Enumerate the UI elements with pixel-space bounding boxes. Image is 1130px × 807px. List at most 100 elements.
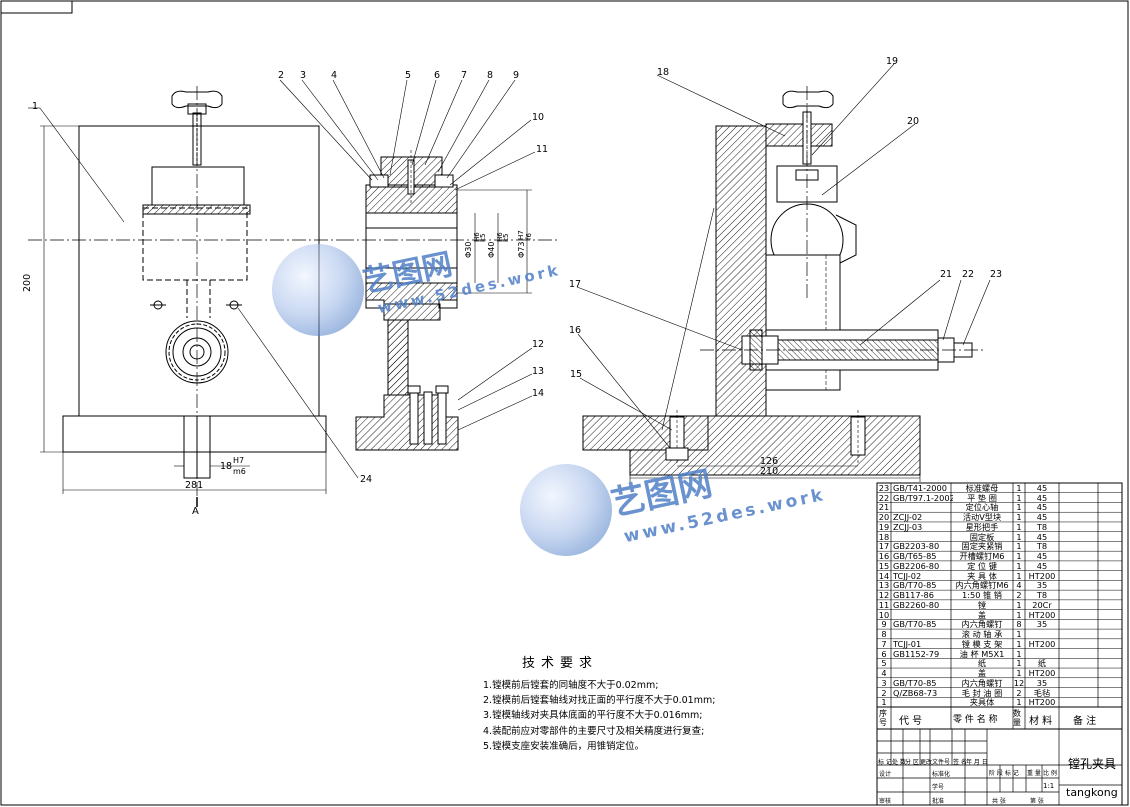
tb-label-approve: 批准 (932, 798, 945, 805)
bom-cell-no: 5 (881, 658, 887, 669)
bom-cell-qty: 1 (1016, 609, 1022, 620)
bom-cell-code: GB/T70-85 (893, 619, 937, 630)
view-label-a: A (192, 506, 199, 517)
tb-label-stage: 阶 段 标 记 (989, 770, 1019, 777)
callout-18: 18 (657, 67, 670, 78)
bom-header-mat: 材 料 (1029, 716, 1053, 727)
bom-header-name: 零 件 名 称 (953, 715, 998, 725)
bom-cell-no: 20 (878, 512, 890, 523)
callout-21: 21 (940, 269, 953, 280)
bom-cell-no: 6 (881, 648, 887, 659)
bom-cell-mat: HT200 (1028, 697, 1056, 708)
bom-cell-no: 21 (878, 502, 890, 513)
bom-cell-name: 星形把手 (965, 521, 999, 532)
bom-cell-name: 内六角螺钉 (961, 677, 1003, 688)
bom-cell-name: 内六角螺钉 (961, 619, 1003, 630)
tb-label-standard: 标准化 (932, 771, 951, 778)
front-view (28, 86, 340, 507)
bom-cell-qty: 1 (1016, 697, 1022, 708)
bom-cell-code: GB/T97.1-2002 (893, 492, 953, 503)
dim-18-lower: m6 (233, 467, 246, 476)
author-name: tangkong (1066, 786, 1118, 799)
callout-22: 22 (962, 269, 975, 280)
tb-label-scale: 比 例 (1043, 770, 1057, 777)
bom-cell-no: 12 (878, 590, 890, 601)
bom-cell-no: 18 (878, 531, 890, 542)
bom-cell-qty: 1 (1016, 560, 1022, 571)
bom-row: 5 纸 1 纸 (877, 658, 1122, 668)
tb-label-sheet-no: 第 张 (1030, 798, 1044, 805)
bom-cell-name: 平 垫 圈 (967, 492, 997, 503)
callout-7: 7 (461, 70, 468, 81)
bom-cell-mat: T8 (1036, 521, 1048, 532)
bom-cell-no: 4 (881, 668, 887, 679)
callout-9: 9 (513, 70, 520, 81)
bom-header-note: 备 注 (1073, 716, 1097, 727)
bom-cell-qty: 1 (1016, 668, 1022, 679)
bom-cell-no: 14 (878, 570, 890, 581)
tb-label-mark: 标 记 (878, 759, 892, 766)
bom-header-code: 代 号 (899, 716, 923, 727)
callout-13: 13 (532, 366, 545, 377)
bom-cell-qty: 1 (1016, 658, 1022, 669)
requirement-item: 4.装配前应对零部件的主要尺寸及相关精度进行复查; (483, 725, 705, 737)
bom-cell-mat: 毛毡 (1033, 687, 1051, 698)
bom-cell-mat: 35 (1036, 677, 1048, 688)
bom-cell-mat: 45 (1036, 483, 1048, 493)
bom-cell-code: TCJJ-01 (893, 638, 922, 649)
bom-cell-qty: 1 (1016, 629, 1022, 640)
bom-cell-name: 纸 (977, 658, 987, 669)
bom-cell-no: 9 (881, 619, 887, 630)
dim-dia-40: Φ40 (487, 241, 496, 258)
bom-cell-no: 3 (881, 677, 887, 688)
bom-cell-code: GB/T70-85 (893, 580, 937, 591)
bom-cell-no: 8 (881, 629, 887, 640)
requirement-item: 5.镗模支座安装准确后，用锥销定位。 (483, 740, 645, 752)
dim-dia-73: Φ73 (517, 241, 526, 258)
bom-cell-code: GB2203-80 (893, 541, 940, 552)
bom-cell-mat: 45 (1036, 551, 1048, 562)
bom-cell-no: 16 (878, 551, 890, 562)
callout-8: 8 (487, 70, 494, 81)
bom-cell-mat: 纸 (1037, 658, 1047, 669)
bom-cell-mat: HT200 (1028, 570, 1056, 581)
callout-6: 6 (434, 70, 441, 81)
bom-cell-qty: 1 (1016, 570, 1022, 581)
tb-label-zone: 分 区 (905, 759, 919, 766)
bom-cell-name: 盖 (977, 668, 987, 679)
callout-1: 1 (32, 101, 39, 112)
callout-5: 5 (405, 70, 412, 81)
bom-cell-qty: 1 (1016, 638, 1022, 649)
bom-cell-no: 13 (878, 580, 890, 591)
bom-cell-qty: 1 (1016, 502, 1022, 513)
watermark-logo (272, 244, 612, 556)
bom-cell-no: 1 (881, 697, 887, 708)
bom-cell-name: 标准螺母 (965, 483, 999, 493)
callout-11: 11 (536, 144, 549, 155)
callout-12: 12 (532, 339, 545, 350)
tb-label-design: 设计 (879, 771, 892, 778)
bom-cell-code: ZCJJ-02 (893, 512, 923, 523)
bom-cell-code: GB/T70-85 (893, 677, 937, 688)
bom-cell-name: 夹 具 体 (967, 570, 997, 581)
tb-label-change-doc: 更改文件号 (920, 759, 951, 766)
bom-cell-name: 内六角螺钉M6 (955, 580, 1009, 591)
bom-cell-name: 滚 动 轴 承 (961, 629, 1003, 640)
bom-header: 序号 代 号 零 件 名 称 数量 材 料 备 注 (877, 707, 1122, 729)
callout-19: 19 (886, 56, 899, 67)
side-view (582, 86, 985, 482)
callout-17: 17 (569, 279, 582, 290)
